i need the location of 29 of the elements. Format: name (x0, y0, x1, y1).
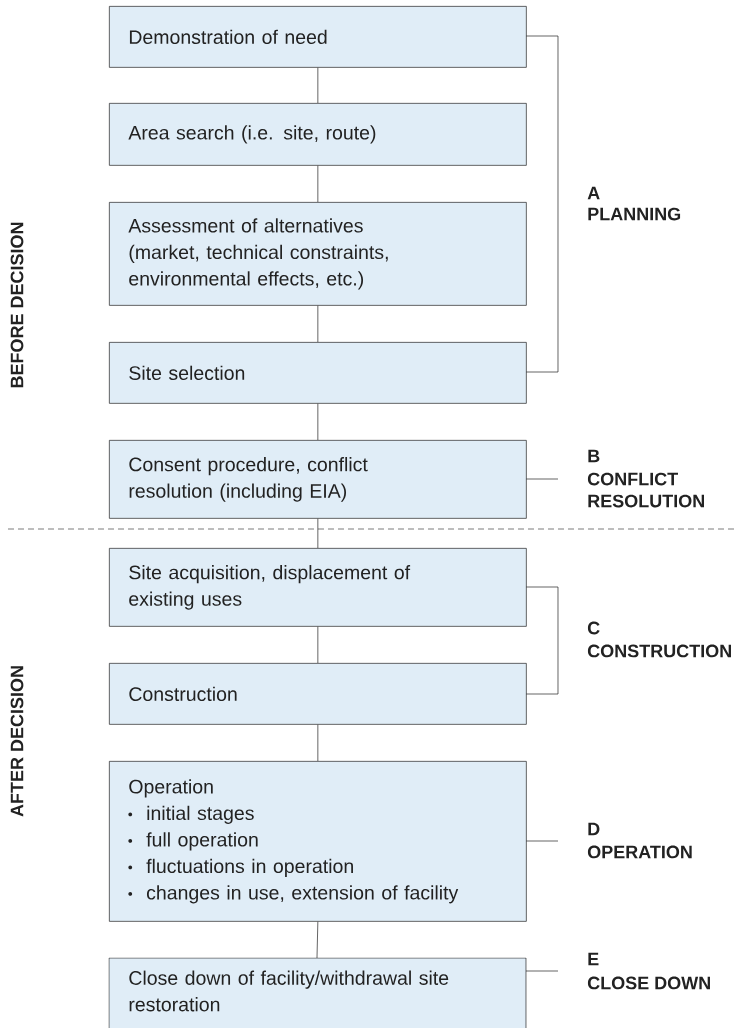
process-box: Close down of facility/withdrawal site restoration (108, 957, 527, 1028)
phase-name: PLANNING (588, 207, 681, 221)
connector-line (317, 67, 319, 104)
process-box: Site acquisition, displacement of existing uses (109, 548, 527, 627)
phase-letter: C (587, 621, 600, 635)
phase-letter: B (588, 449, 600, 463)
connector-line (317, 305, 319, 343)
process-box: Construction (109, 663, 527, 725)
phase-name: CONFLICT RESOLUTION (587, 472, 704, 508)
connector-line (317, 165, 319, 203)
connector-line (317, 403, 319, 441)
side-label: AFTER DECISION (10, 666, 24, 817)
process-box: Assessment of alternatives (market, technical constraints, environmental effects, etc.) (109, 202, 527, 306)
connector-line (317, 724, 319, 762)
phase-letter: D (588, 822, 600, 836)
phase-name: CLOSE DOWN (587, 976, 710, 990)
process-box: Consent procedure, conflict resolution (including EIA) (109, 440, 527, 519)
process-box: Operation initial stages full operation fluctuations in operation changes in use, extension of facility (109, 761, 527, 922)
phase-letter: A (587, 186, 600, 200)
phase-name: CONSTRUCTION (587, 644, 731, 658)
phase-letter: E (588, 952, 599, 966)
phase-name: OPERATION (587, 845, 692, 859)
connector-line (317, 518, 319, 549)
process-box: Area search (i.e. site, route) (109, 103, 527, 166)
connector-line (316, 921, 319, 959)
side-label: BEFORE DECISION (10, 222, 24, 388)
process-box: Site selection (109, 342, 527, 404)
connector-line (317, 626, 319, 664)
process-box: Demonstration of need (109, 6, 527, 68)
